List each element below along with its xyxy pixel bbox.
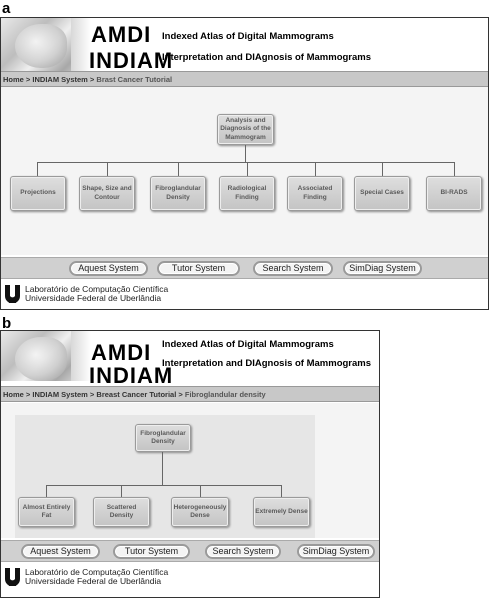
breadcrumb-breast-cancer-tutorial[interactable]: Breast Cancer Tutorial — [96, 390, 177, 399]
tutor-system-button[interactable]: Tutor System — [113, 544, 190, 559]
connector — [107, 162, 108, 176]
simdiag-system-button[interactable]: SimDiag System — [297, 544, 375, 559]
header: AMDI INDIAM Indexed Atlas of Digital Mam… — [1, 331, 379, 388]
node-radiological-finding[interactable]: Radiological Finding — [219, 176, 275, 211]
node-shape-size-contour[interactable]: Shape, Size and Contour — [79, 176, 135, 211]
footer-text: Laboratório de Computação Científica Uni… — [25, 568, 168, 586]
brand-amdi: AMDI — [91, 22, 152, 47]
breadcrumb-current: Fibroglandular density — [184, 390, 266, 399]
breadcrumb-sep: > — [87, 75, 97, 84]
panel-a-letter: a — [2, 0, 11, 17]
university-logo-icon — [5, 285, 20, 303]
node-bi-rads[interactable]: BI-RADS — [426, 176, 482, 211]
connector — [247, 162, 248, 176]
panel-a: AMDI INDIAM Indexed Atlas of Digital Mam… — [0, 17, 489, 310]
node-special-cases[interactable]: Special Cases — [354, 176, 410, 211]
connector — [281, 485, 282, 497]
connector — [315, 162, 316, 176]
breadcrumb: Home > INDIAM System > Breast Cancer Tut… — [1, 386, 379, 402]
breadcrumb-home[interactable]: Home — [3, 390, 24, 399]
node-root[interactable]: Fibroglandular Density — [135, 424, 191, 452]
breadcrumb-indiam-system[interactable]: INDIAM System — [32, 390, 88, 399]
tagline-2: Interpretation and DIAgnosis of Mammogra… — [162, 358, 372, 369]
breadcrumb: Home > INDIAM System > Brast Cancer Tuto… — [1, 71, 488, 87]
connector — [200, 485, 201, 497]
connector — [382, 162, 383, 176]
brand-indiam: INDIAM — [89, 48, 174, 73]
panel-b: AMDI INDIAM Indexed Atlas of Digital Mam… — [0, 330, 380, 598]
aquest-system-button[interactable]: Aquest System — [69, 261, 148, 276]
brand-amdi: AMDI — [91, 340, 152, 365]
logo-fade — [71, 18, 91, 80]
node-almost-entirely-fat[interactable]: Almost Entirely Fat — [18, 497, 75, 527]
footer-lab-name: Laboratório de Computação Científica — [25, 567, 169, 577]
header: AMDI INDIAM Indexed Atlas of Digital Mam… — [1, 18, 488, 80]
connector — [121, 485, 122, 497]
tagline-1: Indexed Atlas of Digital Mammograms — [162, 31, 334, 42]
connector — [454, 162, 455, 176]
footer: Laboratório de Computação Científica Uni… — [1, 564, 379, 590]
university-logo-icon — [5, 568, 20, 586]
panel-b-letter: b — [2, 315, 12, 332]
system-button-bar: Aquest System Tutor System Search System… — [1, 257, 488, 279]
mammogram-logo-image — [1, 331, 81, 381]
node-extremely-dense[interactable]: Extremely Dense — [253, 497, 310, 527]
breadcrumb-current: Brast Cancer Tutorial — [96, 75, 173, 84]
connector — [37, 162, 38, 176]
brand-indiam: INDIAM — [89, 363, 174, 388]
breadcrumb-home[interactable]: Home — [3, 75, 24, 84]
breadcrumb-sep: > — [87, 390, 97, 399]
node-scattered-density[interactable]: Scattered Density — [93, 497, 150, 527]
tutorial-tree-area: Fibroglandular Density Almost Entirely F… — [1, 403, 379, 538]
search-system-button[interactable]: Search System — [205, 544, 281, 559]
footer-text: Laboratório de Computação Científica Uni… — [25, 285, 168, 303]
connector — [46, 485, 47, 497]
node-fibroglandular-density[interactable]: Fibroglandular Density — [150, 176, 206, 211]
footer: Laboratório de Computação Científica Uni… — [1, 281, 488, 307]
footer-university-name: Universidade Federal de Uberlândia — [25, 576, 162, 586]
breadcrumb-sep: > — [23, 390, 33, 399]
tagline-2: Interpretation and DIAgnosis of Mammogra… — [162, 52, 372, 63]
simdiag-system-button[interactable]: SimDiag System — [343, 261, 422, 276]
aquest-system-button[interactable]: Aquest System — [21, 544, 100, 559]
breadcrumb-indiam-system[interactable]: INDIAM System — [32, 75, 88, 84]
breadcrumb-sep: > — [176, 390, 185, 399]
connector — [162, 452, 163, 485]
breadcrumb-sep: > — [23, 75, 33, 84]
mammogram-logo-image — [1, 18, 81, 80]
connector — [178, 162, 179, 176]
connector — [37, 162, 455, 163]
connector — [245, 145, 246, 162]
system-button-bar: Aquest System Tutor System Search System… — [1, 540, 379, 562]
logo-fade — [71, 331, 91, 381]
node-root[interactable]: Analysis and Diagnosis of the Mammogram — [217, 114, 274, 145]
connector — [46, 485, 282, 486]
node-heterogeneously-dense[interactable]: Heterogeneously Dense — [171, 497, 229, 527]
node-associated-finding[interactable]: Associated Finding — [287, 176, 343, 211]
tagline-1: Indexed Atlas of Digital Mammograms — [162, 339, 334, 350]
tutorial-tree-area: Analysis and Diagnosis of the Mammogram … — [1, 87, 488, 255]
footer-lab-name: Laboratório de Computação Científica — [25, 284, 169, 294]
node-projections[interactable]: Projections — [10, 176, 66, 211]
search-system-button[interactable]: Search System — [253, 261, 333, 276]
footer-university-name: Universidade Federal de Uberlândia — [25, 293, 162, 303]
tutor-system-button[interactable]: Tutor System — [157, 261, 240, 276]
